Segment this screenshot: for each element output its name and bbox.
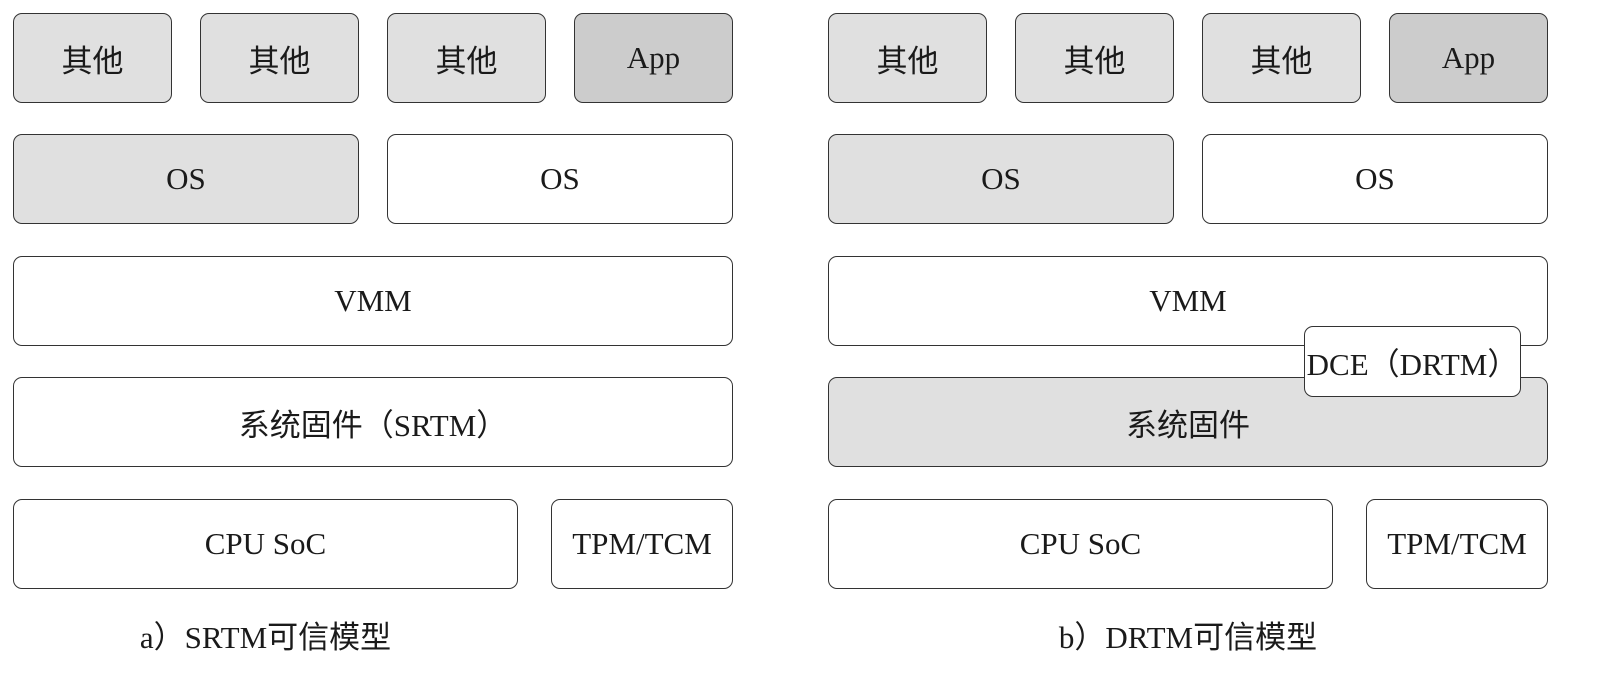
- a-firmware-box: 系统固件（SRTM）: [13, 377, 733, 467]
- a-app-box: App: [574, 13, 733, 103]
- b-other-box-2: 其他: [1015, 13, 1174, 103]
- a-os-box-1: OS: [13, 134, 359, 224]
- a-os-box-2: OS: [387, 134, 733, 224]
- a-caption: a）SRTM可信模型: [139, 620, 392, 655]
- b-cpu-box: CPU SoC: [828, 499, 1333, 589]
- b-other-box-3: 其他: [1202, 13, 1361, 103]
- a-other-box-1: 其他: [13, 13, 172, 103]
- b-other-box-1: 其他: [828, 13, 987, 103]
- a-cpu-box: CPU SoC: [13, 499, 518, 589]
- b-os-box-2: OS: [1202, 134, 1548, 224]
- a-other-box-2: 其他: [200, 13, 359, 103]
- b-dce-box: DCE（DRTM）: [1304, 326, 1521, 397]
- a-other-box-3: 其他: [387, 13, 546, 103]
- b-app-box: App: [1389, 13, 1548, 103]
- b-os-box-1: OS: [828, 134, 1174, 224]
- a-vmm-box: VMM: [13, 256, 733, 346]
- a-tpm-box: TPM/TCM: [551, 499, 733, 589]
- b-caption: b）DRTM可信模型: [1058, 620, 1318, 655]
- b-tpm-box: TPM/TCM: [1366, 499, 1548, 589]
